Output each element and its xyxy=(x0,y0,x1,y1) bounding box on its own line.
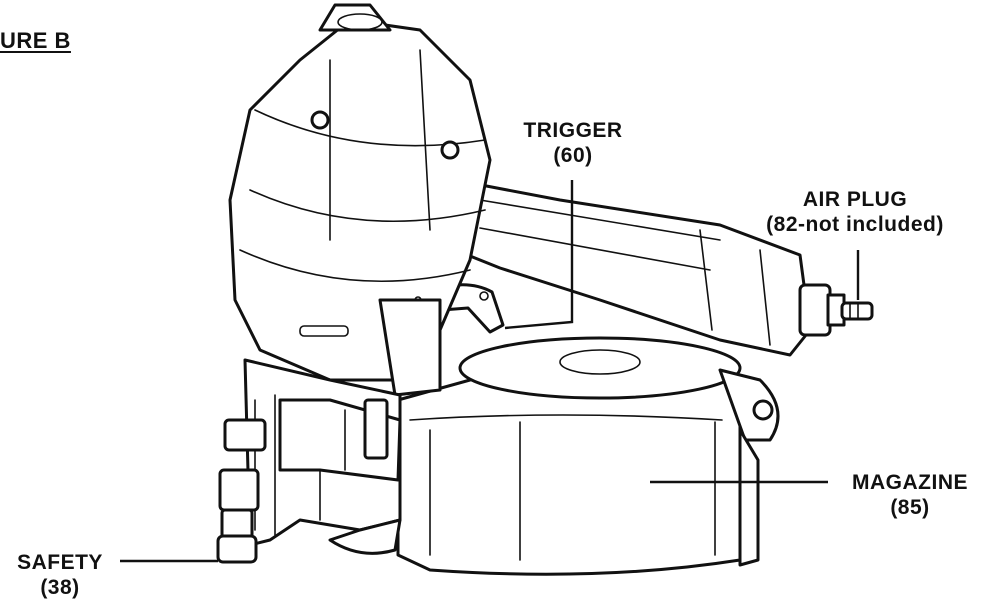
safety-callout: SAFETY (38) xyxy=(0,550,120,600)
magazine-callout-name: MAGAZINE xyxy=(852,471,968,494)
figure-title: URE B xyxy=(0,28,71,53)
trigger-callout: TRIGGER (60) xyxy=(498,118,648,168)
nose-assembly xyxy=(216,358,402,564)
air-plug-callout: AIR PLUG (82-not included) xyxy=(745,187,965,237)
trigger-leader-line xyxy=(504,180,574,330)
air-plug xyxy=(798,283,874,337)
air-plug-callout-number: (82-not included) xyxy=(766,213,944,236)
magazine-callout-number: (85) xyxy=(890,496,930,519)
trigger-callout-name: TRIGGER xyxy=(523,119,623,142)
safety-callout-name: SAFETY xyxy=(17,551,103,574)
motor-body xyxy=(228,3,492,397)
magazine-callout: MAGAZINE (85) xyxy=(835,470,985,520)
safety-callout-number: (38) xyxy=(40,576,80,599)
air-plug-callout-name: AIR PLUG xyxy=(802,188,908,211)
magazine xyxy=(396,336,780,576)
handle xyxy=(453,178,812,357)
trigger-callout-number: (60) xyxy=(553,144,593,167)
